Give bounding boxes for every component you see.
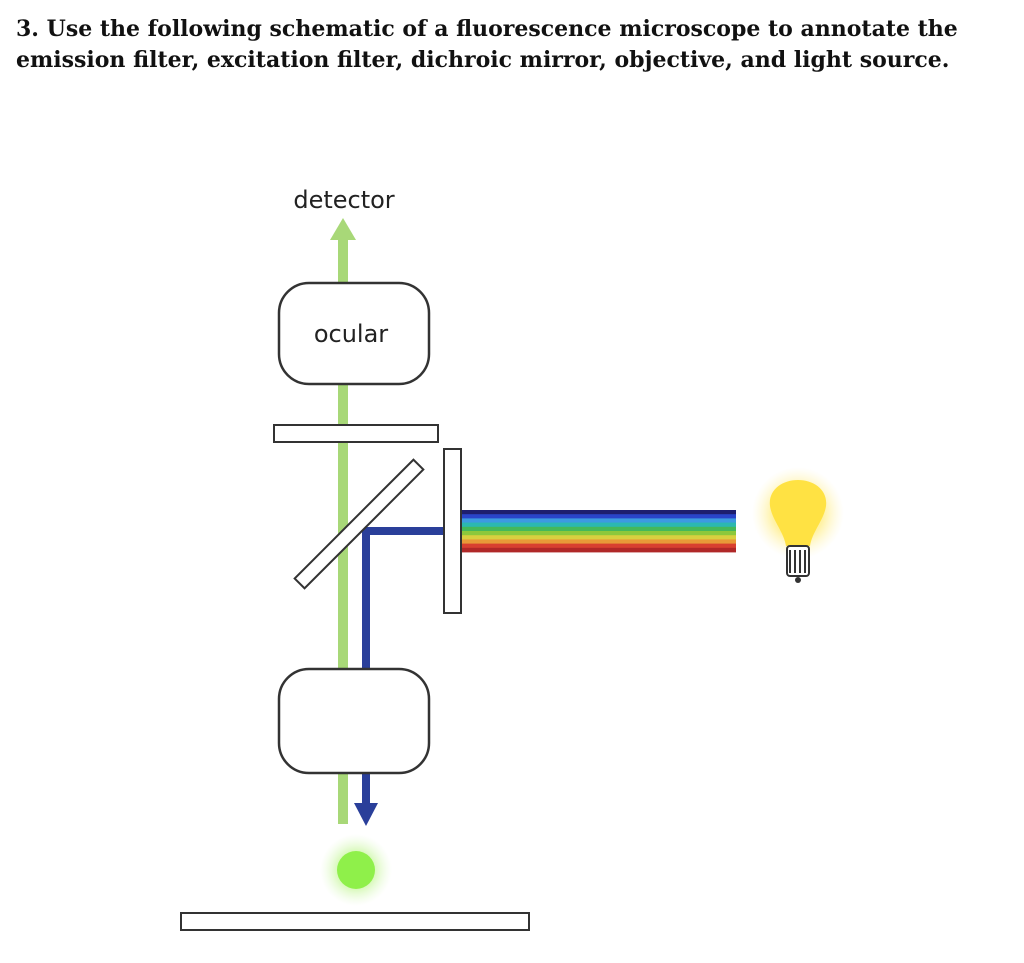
fluorescent-specimen: [320, 834, 392, 906]
spectrum-band: [462, 526, 736, 532]
white-light-beam: [462, 510, 736, 553]
spectrum-band: [462, 543, 736, 549]
spectrum-band: [462, 547, 736, 553]
detector-label: detector: [293, 186, 394, 214]
arrow-up-icon: [330, 218, 356, 240]
spectrum-band: [462, 535, 736, 540]
question-text: 3. Use the following schematic of a fluo…: [16, 14, 1006, 76]
ocular-box: [277, 281, 431, 386]
spectrum-band: [462, 514, 736, 519]
spectrum-band: [462, 539, 736, 544]
arrow-down-icon: [354, 803, 378, 826]
spectrum-band: [462, 531, 736, 536]
objective-box: [277, 667, 431, 775]
light-bulb-icon: [752, 467, 844, 583]
question-number: 3.: [16, 16, 39, 42]
spectrum-band: [462, 510, 736, 515]
excitation-filter: [443, 448, 462, 614]
excitation-light-path: [354, 527, 462, 826]
ocular-label: ocular: [314, 320, 388, 348]
specimen-stage: [180, 912, 530, 931]
spectrum-band: [462, 518, 736, 523]
emission-filter: [273, 424, 439, 443]
dichroic-mirror: [293, 458, 425, 590]
spectrum-band: [462, 522, 736, 528]
question-body: Use the following schematic of a fluores…: [16, 16, 958, 73]
